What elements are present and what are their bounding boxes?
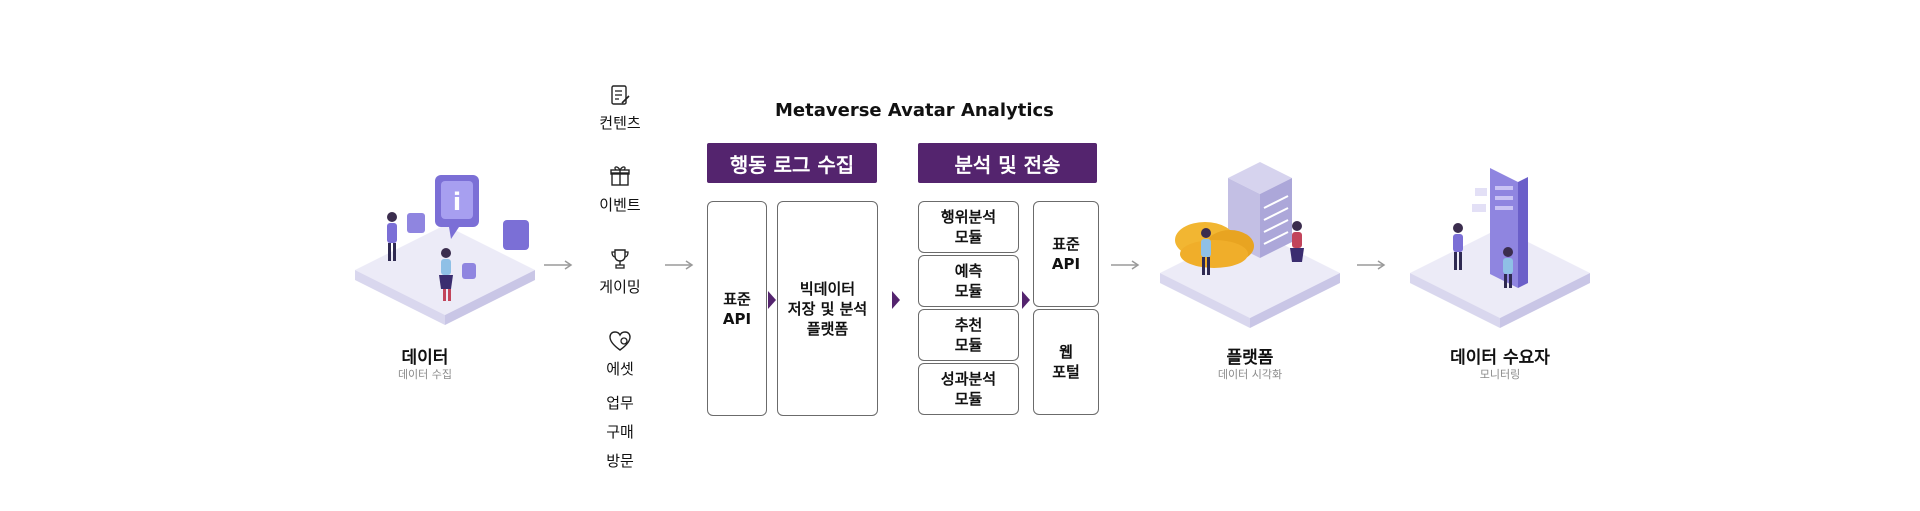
collection-header: 행동 로그 수집 [707,143,877,183]
source-item-purchase: 구매 [606,423,634,441]
bigdata-platform-box: 빅데이터 저장 및 분석 플랫폼 [777,201,878,416]
stage-title-platform: 플랫폼 [1226,348,1274,368]
stage-subtitle-consumer: 모니터링 [1479,368,1521,381]
analysis-connector-triangle [1022,291,1030,309]
source-item-assets: 에셋 [606,360,634,378]
trophy-icon [570,247,670,273]
heart-gear-icon [570,329,670,355]
svg-text:i: i [453,188,461,216]
collection-connector-triangle [768,291,776,309]
section-connector-triangle [892,291,900,309]
source-item-work: 업무 [606,394,634,412]
analysis-header: 분석 및 전송 [918,143,1097,183]
stage-title-consumer: 데이터 수요자 [1450,348,1550,368]
data-consumer-illustration [1410,168,1590,328]
flow-arrow [665,259,695,271]
module-performance-analysis: 성과분석 모듈 [918,363,1019,415]
document-edit-icon [570,83,670,109]
flow-arrow [1111,259,1141,271]
web-portal-box: 웹 포털 [1033,309,1099,415]
module-recommendation: 추천 모듈 [918,309,1019,361]
collection-api-box: 표준 API [707,201,767,416]
flow-arrow [1357,259,1387,271]
output-api-box: 표준 API [1033,201,1099,307]
module-behavior-analysis: 행위분석 모듈 [918,201,1019,253]
data-collection-illustration: i [355,175,535,325]
stage-subtitle-data: 데이터 수집 [397,368,453,381]
source-item-gaming: 게이밍 [599,278,641,296]
module-prediction: 예측 모듈 [918,255,1019,307]
platform-illustration [1160,162,1340,328]
source-item-events: 이벤트 [599,196,641,214]
source-item-contents: 컨텐츠 [599,114,641,132]
flow-arrow [544,259,574,271]
stage-title-data: 데이터 [401,348,449,368]
stage-subtitle-platform: 데이터 시각화 [1217,368,1283,381]
diagram-title: Metaverse Avatar Analytics [775,100,1054,121]
gift-icon [570,164,670,190]
source-item-visit: 방문 [606,452,634,470]
